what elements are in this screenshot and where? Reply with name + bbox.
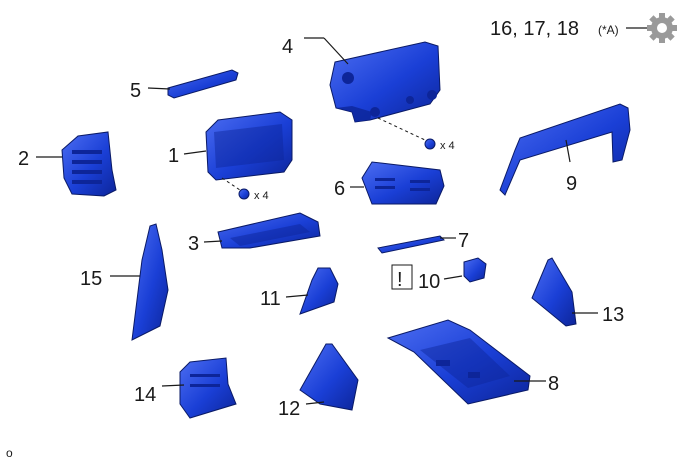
part-4-panel: [329, 41, 441, 123]
callout-2: 2: [18, 148, 29, 170]
screw-icon: [238, 188, 250, 200]
callout-8: 8: [548, 373, 559, 395]
footer-code: o: [6, 446, 13, 460]
exclamation-box-icon: [391, 264, 413, 290]
screw-qty-b: x 4: [254, 190, 269, 202]
screw-qty-a: x 4: [440, 140, 455, 152]
callout-10: 10: [418, 271, 440, 293]
part-14-box: [179, 357, 237, 419]
part-15-panel: [131, 223, 169, 341]
callout-6: 6: [334, 178, 345, 200]
option-numbers: 16, 17, 18: [490, 18, 579, 40]
part-9-panel: [499, 103, 631, 196]
callout-12: 12: [278, 398, 300, 420]
part-11-bracket: [299, 267, 339, 315]
part-5-strip: [167, 69, 239, 99]
option-marker: (*A): [598, 23, 619, 37]
callout-3: 3: [188, 233, 199, 255]
callout-11: 11: [260, 288, 281, 310]
callout-14: 14: [134, 384, 156, 406]
part-6-vent: [361, 161, 445, 205]
part-3-bar: [217, 212, 321, 249]
part-2-vent: [61, 131, 117, 197]
part-10-knob: [463, 257, 487, 283]
callout-7: 7: [458, 230, 469, 252]
part-12-cover: [299, 343, 359, 411]
gear-icon[interactable]: [647, 13, 677, 43]
callout-4: 4: [282, 36, 293, 58]
callout-13: 13: [602, 304, 624, 326]
callout-5: 5: [130, 80, 141, 102]
part-1-meter: [205, 111, 293, 181]
part-7-strip: [377, 235, 446, 254]
callout-9: 9: [566, 173, 577, 195]
notice-mark: !: [397, 269, 403, 291]
screw-icon: [424, 138, 436, 150]
callout-15: 15: [80, 268, 102, 290]
callout-1: 1: [168, 145, 179, 167]
part-13-bracket: [531, 257, 577, 327]
part-8-console: [386, 319, 531, 405]
